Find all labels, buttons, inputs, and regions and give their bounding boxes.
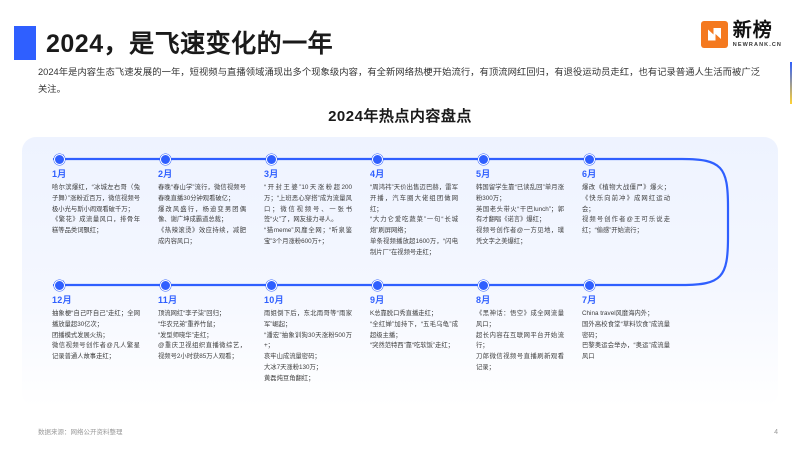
month-body: China travel风靡海内外； 国外高校食堂“草料饮食”成流量密码； 巴黎… — [582, 310, 670, 361]
timeline-item-may: 5月 韩国留学生靠“已读乱回”单月涨粉300万； 英国老头带火“干巴lunch”… — [476, 167, 564, 248]
logo-name-cn: 新榜 — [732, 20, 773, 41]
month-label: 5月 — [476, 169, 491, 179]
timeline-dot-bottom-6 — [584, 280, 595, 291]
timeline-dot-top-2 — [160, 154, 171, 165]
timeline-item-jan: 1月 哈尔滨爆红，“冰城左右哥（兔子舞）”涨粉近百万，微信视频号极小光与斯小闹观… — [52, 167, 140, 237]
timeline-item-jul: 7月 China travel风靡海内外； 国外高校食堂“草料饮食”成流量密码；… — [582, 293, 670, 363]
month-label: 10月 — [264, 295, 284, 305]
month-body: 顶流网红“李子柒”回归； “华农兄弟”重养竹鼠； “发型师晓华”走红； @重庆卫… — [158, 310, 246, 361]
timeline-dot-top-4 — [372, 154, 383, 165]
logo-text: 新榜 NEWRANK.CN — [733, 21, 782, 49]
month-label: 12月 — [52, 295, 72, 305]
timeline-dot-top-6 — [584, 154, 595, 165]
timeline-dot-top-3 — [266, 154, 277, 165]
timeline-dot-bottom-4 — [372, 280, 383, 291]
timeline-item-nov: 11月 顶流网红“李子柒”回归； “华农兄弟”重养竹鼠； “发型师晓华”走红； … — [158, 293, 246, 363]
page-header: 2024，是飞速变化的一年 新榜 NEWRANK.CN 2024年是内容生态飞速… — [0, 0, 800, 104]
month-label: 1月 — [52, 169, 67, 179]
month-body: 春晚“春山学”流行，微信视频号春晚直播30分钟观看破亿； 爆改风盛行，杨迪变男团… — [158, 184, 246, 246]
timeline-dot-bottom-5 — [478, 280, 489, 291]
page-number: 4 — [774, 429, 778, 436]
data-source-note: 数据来源：网络公开资料整理 — [38, 429, 123, 436]
month-body: 抽象梗“自己吓自己”走红；全网播放量超30亿次； 团播模式发展火热； 微信视频号… — [52, 310, 140, 361]
timeline-dot-bottom-3 — [266, 280, 277, 291]
month-body: 韩国留学生靠“已读乱回”单月涨粉300万； 英国老头带火“干巴lunch”；郭有… — [476, 184, 564, 246]
timeline-dot-top-5 — [478, 154, 489, 165]
month-body: “周鸿祎”天价出售迈巴赫，雷军开播，汽车圈大佬组团做网红； “大力仑爱吃蔬菜”一… — [370, 184, 458, 256]
timeline-item-jun: 6月 爆改《植物大战僵尸》爆火；《快乐向前冲》成网红运动会； 视频号创作者@王可… — [582, 167, 670, 237]
timeline-board: 1月 哈尔滨爆红，“冰城左右哥（兔子舞）”涨粉近百万，微信视频号极小光与斯小闹观… — [22, 137, 778, 407]
timeline-dot-bottom-2 — [160, 280, 171, 291]
month-body: 《黑神话：悟空》成全网流量风口； 超长内容在互联网平台开始流行； 刀郎微信视频号… — [476, 310, 564, 372]
timeline-dot-bottom-1 — [54, 280, 65, 291]
page-title: 2024，是飞速变化的一年 — [46, 30, 334, 58]
month-label: 11月 — [158, 295, 178, 305]
timeline-item-sep: 9月 K总靠脱口秀直播走红； “全红婵”加持下，“五毛乌龟”成超级主播； “突然… — [370, 293, 458, 352]
timeline-dot-top-1 — [54, 154, 65, 165]
month-body: 爆改《植物大战僵尸》爆火；《快乐向前冲》成网红运动会； 视频号创作者@王可乐说走… — [582, 184, 670, 235]
month-label: 7月 — [582, 295, 597, 305]
month-label: 6月 — [582, 169, 597, 179]
month-label: 4月 — [370, 169, 385, 179]
logo-name-en: NEWRANK.CN — [732, 42, 782, 48]
timeline-item-mar: 3月 “开封王婆”10天涨粉超200万；“上班恶心穿搭”成为流量风口；微信视频号… — [264, 167, 352, 248]
section-title: 2024年热点内容盘点 — [328, 108, 472, 125]
month-label: 8月 — [476, 295, 491, 305]
month-body: K总靠脱口秀直播走红； “全红婵”加持下，“五毛乌龟”成超级主播； “突然范特西… — [370, 310, 458, 350]
right-accent-rule — [790, 62, 792, 104]
month-body: 雨姐倒下后，东北雨哥等“雨家军”崛起； “潘宏”抽象训狗30天涨粉500万+； … — [264, 310, 352, 382]
timeline-item-aug: 8月 《黑神话：悟空》成全网流量风口； 超长内容在互联网平台开始流行； 刀郎微信… — [476, 293, 564, 374]
brand-logo: 新榜 NEWRANK.CN — [700, 21, 782, 49]
title-accent-bar — [14, 26, 36, 60]
month-label: 3月 — [264, 169, 279, 179]
timeline-item-dec: 12月 抽象梗“自己吓自己”走红；全网播放量超30亿次； 团播模式发展火热； 微… — [52, 293, 140, 363]
intro-paragraph: 2024年是内容生态飞速发展的一年，短视频与直播领域涌现出多个现象级内容，有全新… — [38, 67, 760, 95]
newrank-logo-icon — [700, 21, 728, 49]
timeline-item-oct: 10月 雨姐倒下后，东北雨哥等“雨家军”崛起； “潘宏”抽象训狗30天涨粉500… — [264, 293, 352, 385]
timeline-item-feb: 2月 春晚“春山学”流行，微信视频号春晚直播30分钟观看破亿； 爆改风盛行，杨迪… — [158, 167, 246, 248]
month-label: 9月 — [370, 295, 385, 305]
month-body: 哈尔滨爆红，“冰城左右哥（兔子舞）”涨粉近百万，微信视频号极小光与斯小闹观看破千… — [52, 184, 140, 235]
month-body: “开封王婆”10天涨粉超200万；“上班恶心穿搭”成为流量风口；微信视频号、一张… — [264, 184, 352, 246]
month-label: 2月 — [158, 169, 173, 179]
timeline-item-apr: 4月 “周鸿祎”天价出售迈巴赫，雷军开播，汽车圈大佬组团做网红； “大力仑爱吃蔬… — [370, 167, 458, 259]
